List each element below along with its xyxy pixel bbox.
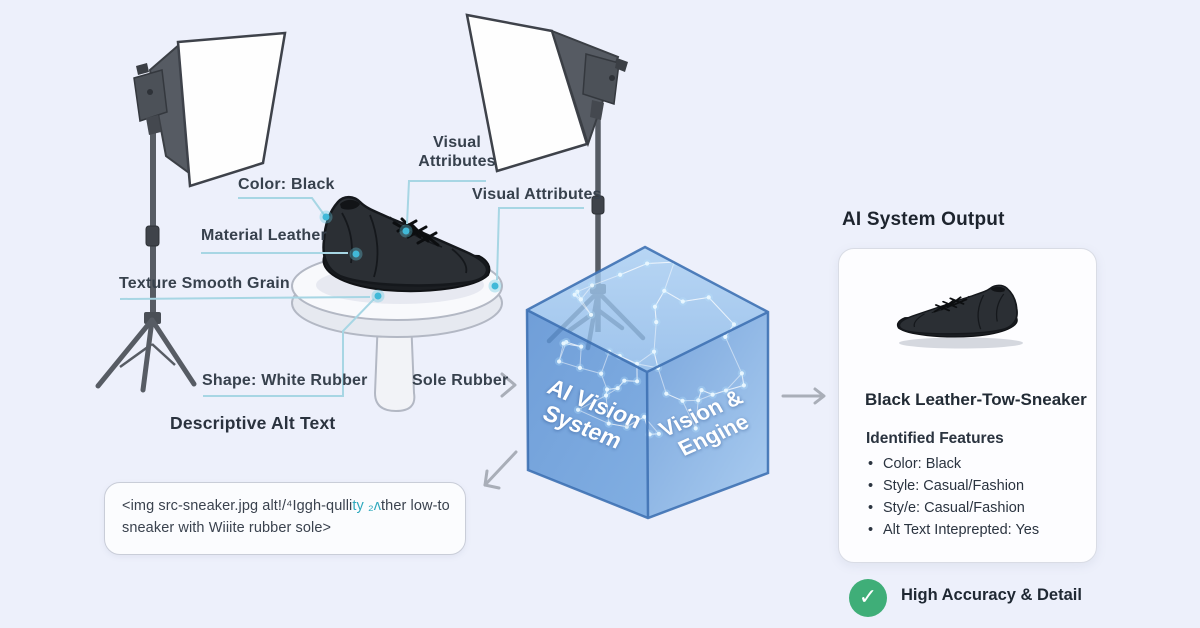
dot-heel <box>319 210 333 224</box>
output-card-title: Black Leather-Tow-Sneaker <box>865 390 1087 409</box>
callout-lines <box>119 180 584 397</box>
label-descriptive-alt-text: Descriptive Alt Text <box>170 413 336 433</box>
studio-light-center <box>465 13 646 351</box>
feature-item: Style: Casual/Fashion <box>866 475 1039 497</box>
ai-cube <box>525 245 770 520</box>
dot-midpanel <box>349 247 363 261</box>
label-visual-attributes-stacked: Visual Attributes <box>412 133 502 171</box>
softbox-panel-left <box>176 31 287 188</box>
identified-features-list: Color: Black Style: Casual/Fashion Sty/e… <box>866 453 1039 541</box>
label-visual-line1: Visual <box>432 134 482 151</box>
sneaker-illustration <box>322 195 491 293</box>
high-accuracy-badge: ✓ <box>849 579 887 617</box>
output-heading: AI System Output <box>842 209 1005 230</box>
label-sole-rubber: Sole Rubber <box>412 372 509 389</box>
feature-item: Alt Text Inteprepted: Yes <box>866 519 1039 541</box>
label-visual-line2: Attributes <box>418 153 496 170</box>
arrow-right-icon <box>781 387 826 405</box>
dot-pedestal-right <box>488 279 502 293</box>
label-texture-smooth-grain: Texture Smooth Grain <box>119 275 290 292</box>
code-line1-teal: ty ₂ʌ <box>352 498 382 514</box>
dot-sole <box>371 289 385 303</box>
callout-dots <box>319 210 502 303</box>
feature-item: Color: Black <box>866 453 1039 475</box>
identified-features-heading: Identified Features <box>866 430 1004 447</box>
arrow-down-left-icon <box>483 450 518 490</box>
label-visual-attributes: Visual Attributes <box>472 186 602 203</box>
code-line1-post: ther low-to <box>381 498 450 514</box>
studio-light-left <box>95 31 287 393</box>
output-sneaker-thumbnail <box>896 284 1023 349</box>
label-color-black: Color: Black <box>238 176 335 193</box>
high-accuracy-label: High Accuracy & Detail <box>901 586 1082 604</box>
chevron-right-icon <box>500 372 517 398</box>
feature-item: Sty/e: Casual/Fashion <box>866 497 1039 519</box>
label-shape-white-rubber: Shape: White Rubber <box>202 372 368 389</box>
label-material-leather: Material Leather <box>201 227 327 244</box>
neural-network-graphic <box>554 257 749 439</box>
light-head-center <box>582 53 620 105</box>
check-icon: ✓ <box>858 584 878 609</box>
tripod-left <box>95 317 197 393</box>
light-head-left <box>133 69 168 122</box>
code-line1-pre: <img src-sneaker.jpg alt!/⁴Iggh-qulli <box>122 498 353 514</box>
dot-laces <box>399 224 413 238</box>
code-line-2: sneaker with Wiiite rubber sole> <box>122 519 332 536</box>
alt-text-code-box: <img src-sneaker.jpg alt!/⁴Iggh-qullity … <box>104 482 466 555</box>
output-card: Black Leather-Tow-Sneaker Identified Fea… <box>838 248 1097 563</box>
code-line-1: <img src-sneaker.jpg alt!/⁴Iggh-qullity … <box>122 496 450 518</box>
